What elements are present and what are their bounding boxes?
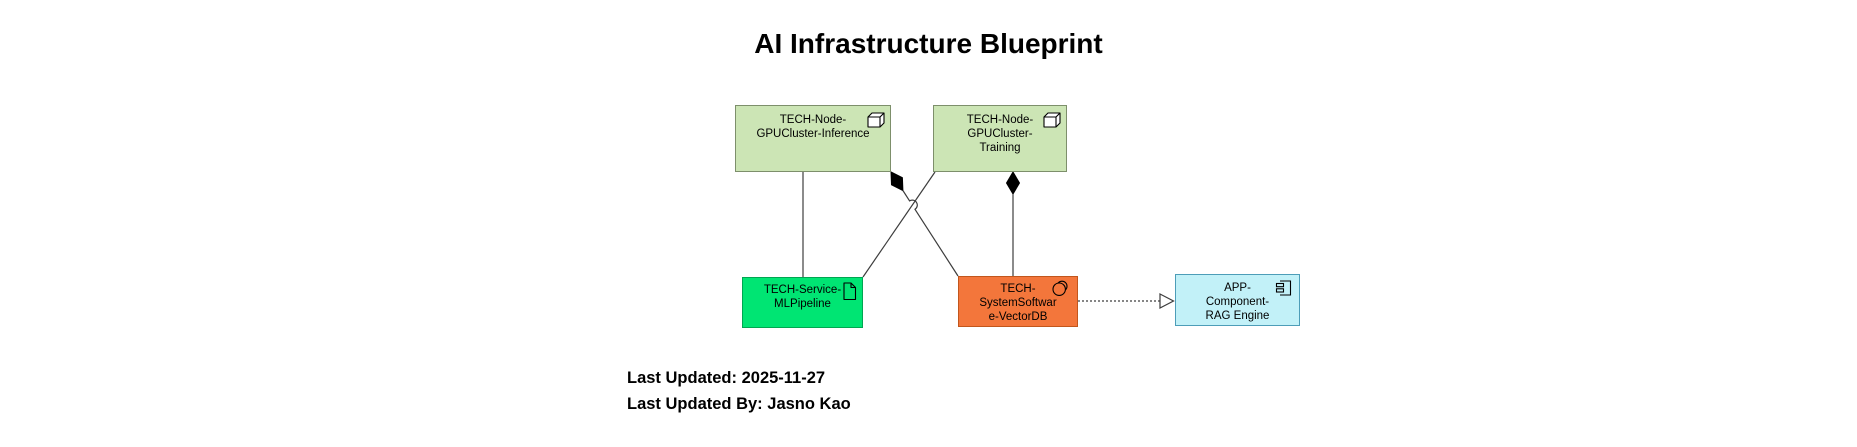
document-icon [843,282,857,301]
composition-diamond-inference [890,171,904,192]
node-gpucluster-training-label: TECH-Node- GPUCluster- Training [966,114,1034,154]
node-vectordb-systemsoftware: TECH- SystemSoftwar e-VectorDB [958,276,1078,327]
node-cube-icon [1043,112,1061,128]
node-gpucluster-inference-label: TECH-Node- GPUCluster-Inference [756,114,870,140]
node-mlpipeline-label: TECH-Service- MLPipeline [763,284,842,310]
node-gpucluster-training: TECH-Node- GPUCluster- Training [933,105,1067,172]
realization-arrowhead [1159,293,1175,309]
diagram-title: AI Infrastructure Blueprint [754,28,1103,59]
node-rag-engine-component: APP- Component- RAG Engine [1175,274,1300,326]
last-updated-by-text: Last Updated By: Jasno Kao [627,395,851,413]
system-software-circles-icon [1052,280,1068,296]
edge-training-mlpipeline [862,171,936,278]
edge-inference-vectordb [902,190,959,277]
node-cube-icon [867,112,885,128]
node-rag-engine-label: APP- Component- RAG Engine [1205,282,1270,322]
last-updated-text: Last Updated: 2025-11-27 [627,369,826,387]
node-mlpipeline-service: TECH-Service- MLPipeline [742,277,863,328]
footer-annotations: Last Updated: 2025-11-27 Last Updated By… [627,365,851,417]
node-vectordb-label: TECH- SystemSoftwar e-VectorDB [979,283,1057,323]
node-gpucluster-inference: TECH-Node- GPUCluster-Inference [735,105,891,172]
component-icon [1275,280,1292,296]
composition-diamond-training [1005,171,1021,195]
